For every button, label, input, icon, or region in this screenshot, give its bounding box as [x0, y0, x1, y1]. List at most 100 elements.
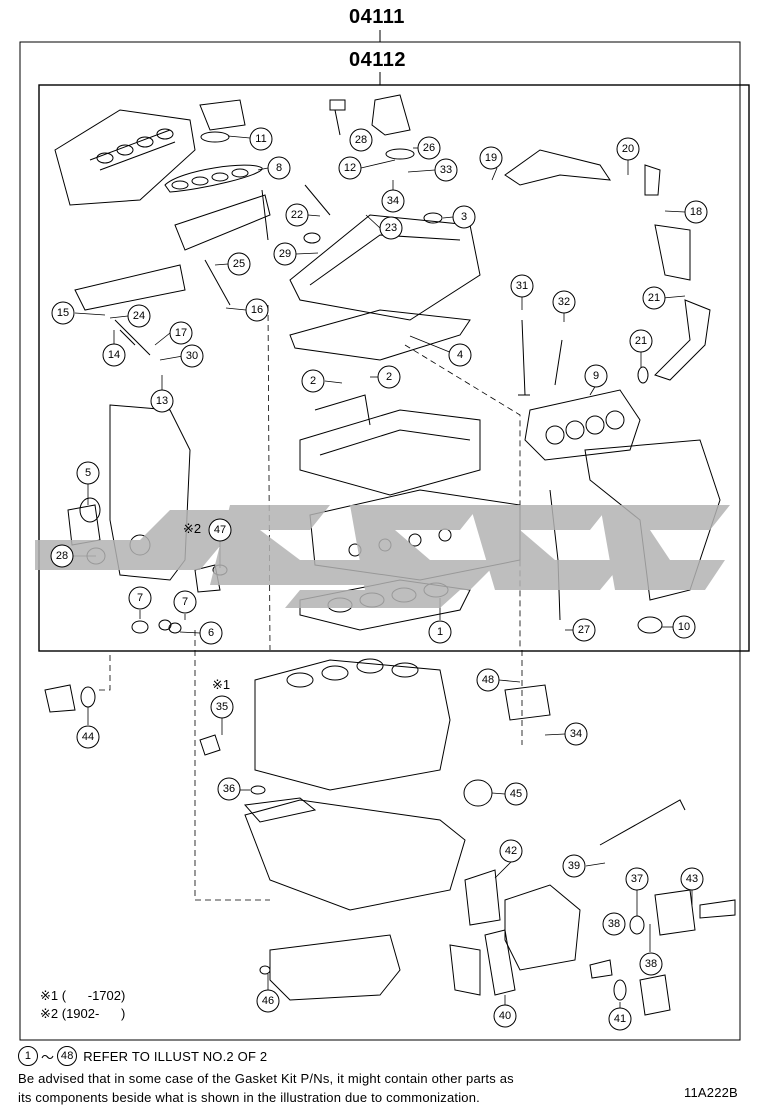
- callout-3[interactable]: 3: [452, 205, 476, 229]
- callout-45[interactable]: 44: [76, 725, 100, 749]
- svg-text:45: 45: [510, 788, 522, 800]
- svg-text:48: 48: [482, 674, 494, 686]
- callout-1[interactable]: 1: [428, 620, 452, 644]
- marker-note1: ※1: [212, 677, 231, 692]
- callout-24[interactable]: 24: [127, 304, 151, 328]
- injector-manifold-drawing: [74, 264, 186, 311]
- svg-text:43: 43: [686, 873, 698, 885]
- callout-22[interactable]: 22: [285, 203, 309, 227]
- water-hose-drawing: [654, 299, 711, 381]
- svg-text:34: 34: [570, 728, 582, 740]
- callout-29[interactable]: 28: [349, 128, 373, 152]
- svg-text:34: 34: [387, 195, 399, 207]
- callout-46[interactable]: 45: [504, 782, 528, 806]
- callout-33[interactable]: 32: [552, 290, 576, 314]
- callout-19[interactable]: 19: [479, 146, 503, 170]
- refer-start-circle: 1: [18, 1046, 38, 1066]
- svg-text:27: 27: [578, 624, 590, 636]
- callout-32[interactable]: 31: [510, 274, 534, 298]
- callout-31[interactable]: 30: [180, 344, 204, 368]
- svg-text:23: 23: [385, 222, 397, 234]
- callout-20[interactable]: 20: [616, 137, 640, 161]
- intake-manifold-drawing: [54, 109, 196, 206]
- callout-39[interactable]: 38: [602, 912, 626, 936]
- callout-43[interactable]: 42: [499, 839, 523, 863]
- callout-12[interactable]: 12: [338, 156, 362, 180]
- svg-text:1: 1: [437, 626, 443, 638]
- note-1: ※1 ( -1702): [40, 988, 125, 1004]
- callout-25[interactable]: 25: [227, 252, 251, 276]
- callout-34a[interactable]: 33: [434, 158, 458, 182]
- o-ring-37-drawing: [250, 785, 266, 795]
- callout-28a[interactable]: 28: [50, 544, 74, 568]
- callout-23[interactable]: 23: [379, 216, 403, 240]
- gasket-12-drawing: [385, 148, 415, 160]
- callout-48b[interactable]: 48: [476, 668, 500, 692]
- callout-26[interactable]: 26: [417, 136, 441, 160]
- callout-34b[interactable]: 34: [381, 189, 405, 213]
- refer-tilde: ～: [41, 1049, 55, 1065]
- callout-37[interactable]: 36: [217, 777, 241, 801]
- callout-11[interactable]: 11: [249, 127, 273, 151]
- svg-text:7: 7: [182, 596, 188, 608]
- intake-gasket-drawing: [164, 164, 263, 193]
- svg-text:4: 4: [457, 349, 463, 361]
- callout-4[interactable]: 4: [448, 343, 472, 367]
- callout-30[interactable]: 29: [273, 242, 297, 266]
- callout-2a[interactable]: 2: [301, 369, 325, 393]
- callout-2b[interactable]: 2: [377, 365, 401, 389]
- callout-7b[interactable]: 7: [173, 590, 197, 614]
- vvt-valve-drawing: [371, 94, 411, 136]
- svg-text:18: 18: [690, 206, 702, 218]
- callout-47[interactable]: 46: [256, 989, 280, 1013]
- subassembly-number: 04112: [349, 49, 407, 71]
- callout-9[interactable]: 9: [584, 364, 608, 388]
- callout-48a[interactable]: 47: [208, 518, 232, 542]
- callout-35[interactable]: 34: [564, 722, 588, 746]
- svg-text:17: 17: [175, 327, 187, 339]
- oil-filter-bracket-drawing: [504, 684, 551, 721]
- svg-text:38: 38: [608, 918, 620, 930]
- callout-18[interactable]: 18: [684, 200, 708, 224]
- svg-text:39: 39: [568, 860, 580, 872]
- callout-27[interactable]: 27: [572, 618, 596, 642]
- callout-40[interactable]: 39: [562, 854, 586, 878]
- callout-6[interactable]: 6: [199, 621, 223, 645]
- callout-8[interactable]: 8: [267, 156, 291, 180]
- water-pump-drawing: [504, 884, 581, 971]
- callout-7a[interactable]: 7: [128, 586, 152, 610]
- callout-15[interactable]: 15: [51, 301, 75, 325]
- svg-text:38: 38: [645, 958, 657, 970]
- callout-21a[interactable]: 21: [642, 286, 666, 310]
- callout-17[interactable]: 17: [169, 321, 193, 345]
- callout-5[interactable]: 5: [76, 461, 100, 485]
- callout-36[interactable]: 35: [210, 695, 234, 719]
- svg-text:16: 16: [251, 304, 263, 316]
- cap-gasket-drawing: [423, 212, 443, 224]
- svg-text:19: 19: [485, 152, 497, 164]
- callout-10[interactable]: 10: [672, 615, 696, 639]
- assembly-frame-04111: [19, 41, 741, 1041]
- callout-38b[interactable]: 38: [639, 952, 663, 976]
- callout-41[interactable]: 40: [493, 1004, 517, 1028]
- advisory-line-1: Be advised that in some case of the Gask…: [18, 1071, 514, 1086]
- callouts: 1 2 2 3 4 5 6 7 7 8 9 10 11 12 13 14 15 …: [50, 127, 708, 1031]
- svg-text:21: 21: [648, 292, 660, 304]
- water-bypass-pipe-drawing: [504, 149, 612, 186]
- callout-38a[interactable]: 37: [625, 867, 649, 891]
- svg-text:25: 25: [233, 258, 245, 270]
- callout-21b[interactable]: 21: [629, 329, 653, 353]
- advisory-line-2: its components beside what is shown in t…: [18, 1090, 480, 1105]
- callout-16[interactable]: 16: [245, 298, 269, 322]
- marker-note2: ※2: [183, 521, 202, 536]
- oil-pan-upper-drawing: [244, 799, 466, 911]
- callout-44[interactable]: 43: [680, 867, 704, 891]
- bolt-drawing: [329, 99, 346, 136]
- svg-text:30: 30: [186, 350, 198, 362]
- callout-14[interactable]: 14: [102, 343, 126, 367]
- svg-text:40: 40: [499, 1010, 511, 1022]
- svg-text:5: 5: [85, 467, 91, 479]
- callout-13[interactable]: 13: [150, 389, 174, 413]
- callout-42[interactable]: 41: [608, 1007, 632, 1031]
- refer-end-circle: 48: [57, 1046, 78, 1066]
